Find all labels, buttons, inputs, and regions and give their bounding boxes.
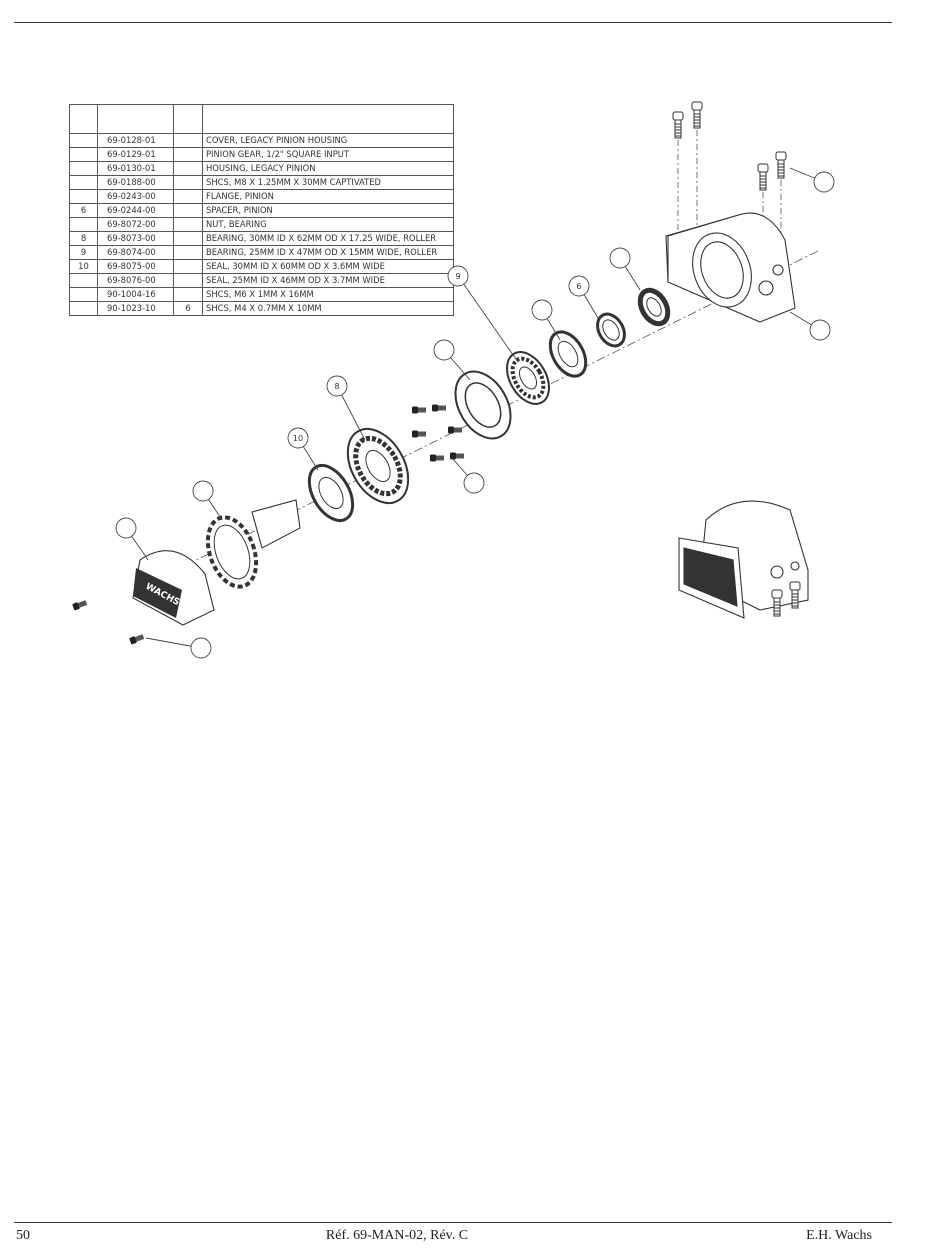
balloon-callout xyxy=(609,247,641,291)
balloon-circle xyxy=(192,480,214,502)
bearing-nut xyxy=(637,287,671,327)
small-roller-bearing xyxy=(506,351,550,405)
balloon-callout: 10 xyxy=(287,427,319,471)
document-reference: Réf. 69-MAN-02, Rév. C xyxy=(325,1228,469,1243)
balloon-label: 9 xyxy=(455,272,460,281)
flange-screws xyxy=(412,404,464,462)
large-roller-bearing xyxy=(346,428,410,504)
balloon-callout xyxy=(115,517,149,561)
cover-screws xyxy=(72,599,145,645)
balloon-circle xyxy=(287,427,309,449)
pinion-housing xyxy=(665,212,796,323)
parts-table-header-row xyxy=(69,104,454,134)
balloon-circle xyxy=(433,339,455,361)
assembled-view xyxy=(678,500,809,619)
balloon-circle xyxy=(813,171,835,193)
housing-bolts xyxy=(672,101,787,250)
balloon-circle xyxy=(609,247,631,269)
pinion-cover: WACHS xyxy=(132,550,215,626)
balloon-circle xyxy=(568,275,590,297)
balloon-circle xyxy=(447,265,469,287)
balloon-callout xyxy=(433,339,471,381)
balloon-circle xyxy=(115,517,137,539)
balloon-label: 10 xyxy=(293,434,303,443)
leader-line xyxy=(457,275,519,363)
balloon-circle xyxy=(809,319,831,341)
pinion-gear xyxy=(205,499,301,589)
balloon-callout xyxy=(531,299,561,341)
large-seal xyxy=(307,464,355,522)
header-rule xyxy=(14,22,892,23)
balloon-callout xyxy=(451,457,485,494)
company-name: E.H. Wachs xyxy=(806,1228,872,1243)
pinion-flange xyxy=(454,370,512,440)
balloon-circle xyxy=(326,375,348,397)
balloon-callout xyxy=(789,167,835,193)
header-description xyxy=(202,104,454,134)
description-cell: SHCS, M4 X 0.7MM X 10MM xyxy=(202,301,454,316)
balloon-label: 6 xyxy=(576,282,581,291)
page-number: 50 xyxy=(16,1228,30,1243)
balloon-callout xyxy=(789,311,831,341)
footer-rule xyxy=(14,1222,892,1223)
balloon-callout xyxy=(145,637,212,659)
balloon-label: 8 xyxy=(334,382,339,391)
balloon-circle xyxy=(463,472,485,494)
balloon-callout: 6 xyxy=(568,275,599,319)
small-seal xyxy=(548,330,588,378)
balloon-circle xyxy=(531,299,553,321)
pinion-spacer xyxy=(596,312,626,348)
balloon-callout: 9 xyxy=(447,265,519,363)
balloon-callouts: 6 9 8 10 xyxy=(115,167,835,659)
part-number-cell: 90-1023-10 xyxy=(97,301,174,316)
balloon-circle xyxy=(190,637,212,659)
balloon-callout: 8 xyxy=(326,375,366,441)
balloon-callout xyxy=(192,480,223,521)
